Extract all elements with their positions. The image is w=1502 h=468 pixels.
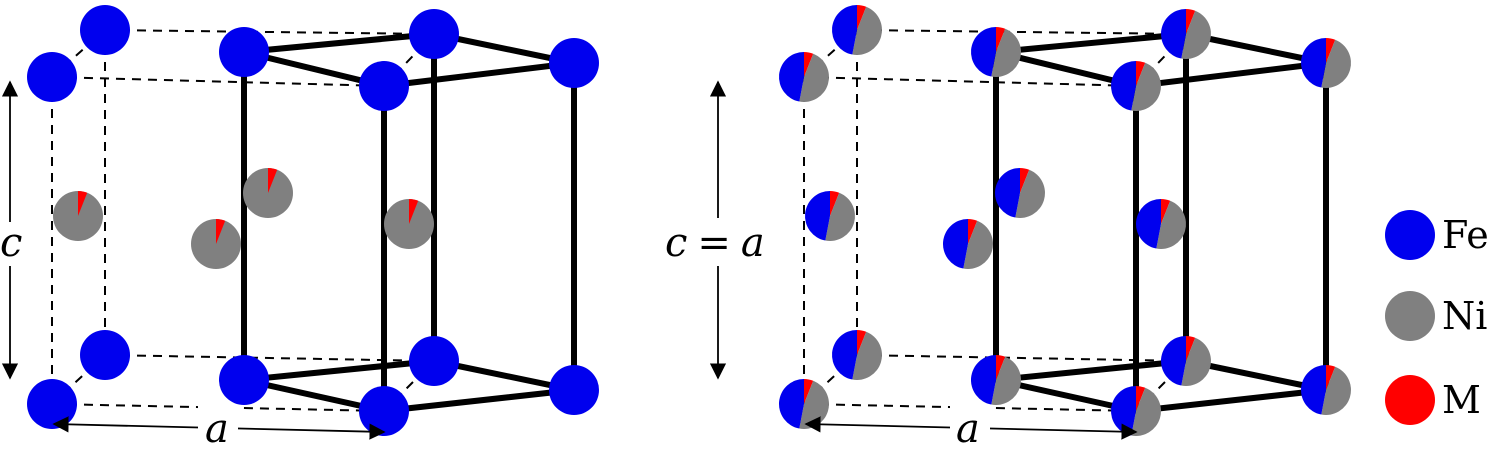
left-dashed-edge: [104, 354, 435, 362]
right-corner-atom: [778, 379, 829, 429]
right-interior-atom: [994, 167, 1045, 218]
left-unit-cell: c a: [0, 5, 599, 452]
legend-item-fe: Fe: [1385, 210, 1489, 260]
right-interior-atom: [1135, 198, 1186, 249]
right-solid-edge: [993, 358, 1189, 383]
right-equals-sign: =: [697, 220, 731, 266]
left-corner-atom: [219, 355, 269, 405]
legend-item-ni: Ni: [1385, 291, 1487, 341]
left-corner-atom: [80, 330, 130, 380]
right-corner-atom: [970, 26, 1021, 77]
right-corner-atom: [778, 52, 829, 102]
right-interior-atom: [942, 219, 993, 269]
legend-swatch-m: [1385, 375, 1435, 425]
left-solid-edge: [241, 358, 437, 383]
right-corner-atom: [1110, 386, 1161, 436]
left-dashed-edge: [383, 33, 435, 87]
left-corner-atom: [219, 27, 269, 77]
right-dashed-edge: [803, 76, 1137, 87]
right-c-label: c: [665, 220, 687, 266]
legend-label-m: M: [1442, 378, 1481, 422]
left-interior-atom: [53, 191, 103, 241]
legend-swatch-ni: [1385, 291, 1435, 341]
right-dashed-edge: [1135, 360, 1187, 412]
left-dashed-edge: [51, 76, 385, 87]
left-corner-atom: [359, 386, 409, 436]
right-corner-atom: [970, 355, 1021, 405]
right-cell-edges: [803, 29, 1329, 414]
left-interior-atom: [243, 168, 293, 218]
left-corner-atom: [409, 9, 459, 59]
left-dashed-edge: [104, 29, 435, 35]
left-a-label: a: [205, 406, 229, 452]
right-unit-cell: c=a a: [660, 4, 1351, 452]
left-interior-atom: [384, 199, 434, 249]
left-solid-edge: [381, 387, 577, 414]
left-c-label: c: [0, 220, 22, 266]
left-dashed-edge: [51, 29, 106, 78]
left-dashed-edge: [383, 360, 435, 412]
legend-swatch-fe: [1385, 210, 1435, 260]
svg-text:c=a: c=a: [665, 220, 765, 266]
left-corner-atom: [359, 61, 409, 111]
right-corner-atom: [1300, 365, 1351, 415]
left-solid-edge: [241, 31, 437, 55]
right-dashed-edge: [856, 354, 1187, 362]
right-cell-atoms: [778, 4, 1351, 436]
left-corner-atom: [549, 365, 599, 415]
left-corner-atom: [549, 38, 599, 88]
legend-label-ni: Ni: [1442, 294, 1487, 338]
right-corner-atom: [831, 330, 882, 380]
right-a-label: a: [956, 406, 980, 452]
right-dashed-edge: [856, 29, 1187, 35]
left-corner-atom: [27, 52, 77, 102]
right-dashed-edge: [803, 29, 858, 78]
right-dashed-edge: [1135, 33, 1187, 87]
right-corner-atom: [1110, 61, 1161, 111]
left-cell-edges: [51, 29, 577, 414]
right-corner-atom: [1160, 336, 1211, 386]
right-corner-atom: [831, 4, 882, 55]
right-solid-edge: [1133, 60, 1329, 89]
right-corner-atom: [1160, 8, 1211, 59]
legend-label-fe: Fe: [1442, 213, 1489, 257]
right-c-value: a: [741, 220, 765, 266]
right-solid-edge: [1133, 387, 1329, 414]
left-interior-atom: [191, 219, 241, 269]
left-corner-atom: [27, 379, 77, 429]
right-interior-atom: [804, 191, 855, 241]
legend-item-m: M: [1385, 375, 1481, 425]
right-solid-edge: [993, 31, 1189, 55]
right-corner-atom: [1300, 37, 1351, 88]
left-solid-edge: [381, 60, 577, 89]
left-corner-atom: [409, 336, 459, 386]
left-corner-atom: [80, 5, 130, 55]
left-dashed-edge: [51, 354, 106, 405]
right-dashed-edge: [803, 354, 858, 405]
